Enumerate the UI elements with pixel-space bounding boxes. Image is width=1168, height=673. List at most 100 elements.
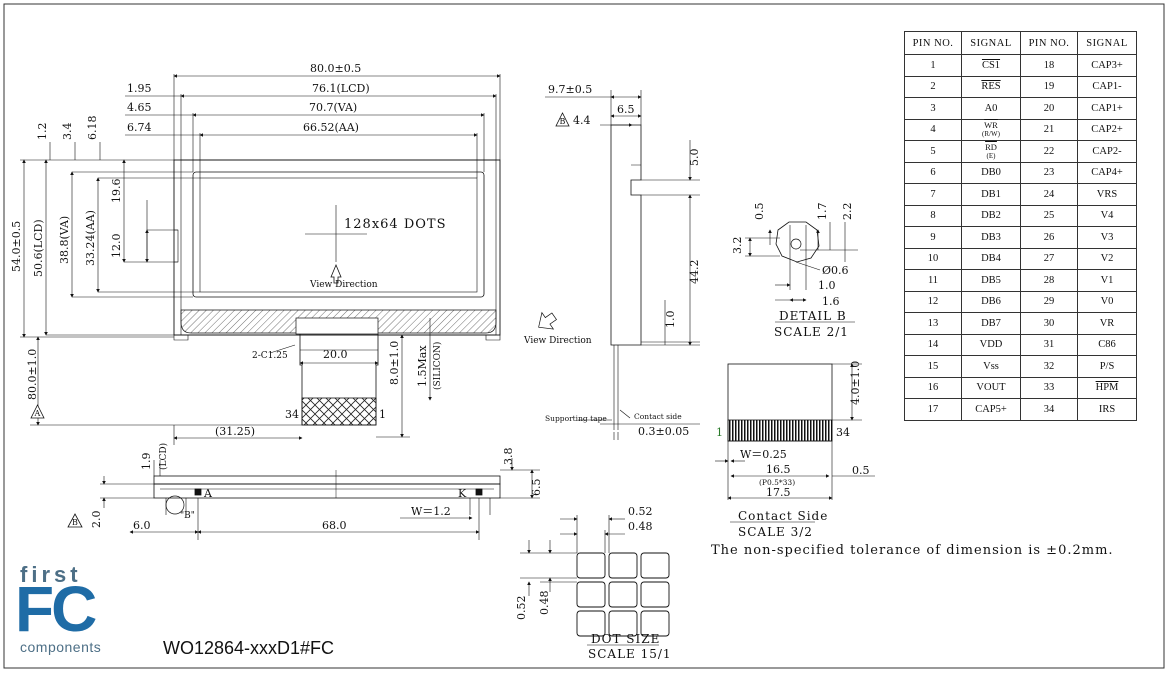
pin-number-cell: 2 <box>904 75 962 98</box>
pin-number-cell: 25 <box>1020 204 1078 227</box>
signal-cell: DB0 <box>961 161 1021 184</box>
dim-68-0: 68.0 <box>322 519 347 532</box>
contact-text: 4.0±1.0 1 34 W＝0.25 16.5 (P0.5*33) 0.5 1… <box>716 361 870 539</box>
dim-w-1-2: W＝1.2 <box>411 505 451 518</box>
dim-fpc-offset: (31.25) <box>215 425 255 438</box>
signal-sub-label: (E) <box>986 151 996 160</box>
signal-cell: VR <box>1077 312 1137 335</box>
detail-b-scale: SCALE 2/1 <box>774 325 849 339</box>
dim-contact-0-5: 0.5 <box>852 464 870 477</box>
pin-number-cell: 30 <box>1020 312 1078 335</box>
pin-number-cell: 17 <box>904 398 962 421</box>
signal-cell: P/S <box>1077 355 1137 378</box>
front-dim-text: 80.0±0.5 76.1(LCD) 70.7(VA) 66.52(AA) 1.… <box>10 62 445 438</box>
signal-cell: V1 <box>1077 269 1137 292</box>
dim-6-18: 6.18 <box>86 116 99 141</box>
dim-3-8: 3.8 <box>502 448 515 466</box>
signal-cell: IRS <box>1077 398 1137 421</box>
datum-b-label: B <box>72 518 78 527</box>
dim-dot-pitch-h: 0.52 <box>628 505 653 518</box>
cathode-label: K <box>458 487 467 500</box>
bottom-dim-lines <box>100 458 540 540</box>
pin-number-cell: 16 <box>904 376 962 399</box>
module-outline <box>173 159 501 336</box>
pin-number-cell: 8 <box>904 204 962 227</box>
dim-lcd-height: 50.6(LCD) <box>32 219 45 277</box>
detail-b-title: DETAIL B <box>779 309 847 323</box>
signal-cell: CS1 <box>961 54 1021 77</box>
signal-sub-label: (R/W) <box>982 130 1000 139</box>
signal-cell: CAP1+ <box>1077 97 1137 120</box>
signal-cell: DB2 <box>961 204 1021 227</box>
contact-pin-34: 34 <box>836 426 850 439</box>
pin-number-cell: 20 <box>1020 97 1078 120</box>
logo-fc-mark: FC <box>15 573 97 645</box>
dim-detail-1-6: 1.6 <box>822 295 840 308</box>
dim-1-95: 1.95 <box>127 82 152 95</box>
tolerance-note: The non-specified tolerance of dimension… <box>711 543 1114 558</box>
active-area <box>199 177 478 293</box>
dot-size-dim-lines <box>520 515 659 646</box>
dim-16-5: 16.5 <box>766 463 791 476</box>
signal-cell: CAP2+ <box>1077 118 1137 141</box>
dim-1-2: 1.2 <box>36 123 49 141</box>
dim-total-length: 80.0±1.0 <box>26 349 39 400</box>
signal-cell: DB5 <box>961 269 1021 292</box>
signal-cell: A0 <box>961 97 1021 120</box>
dim-fpc-length: 8.0±1.0 <box>388 341 401 385</box>
signal-cell: DB1 <box>961 183 1021 206</box>
dim-dot-pitch-v: 0.52 <box>515 596 528 621</box>
signal-cell: CAP5+ <box>961 398 1021 421</box>
pin-number-cell: 3 <box>904 97 962 120</box>
signal-cell: DB7 <box>961 312 1021 335</box>
side-view <box>538 124 642 430</box>
pin-number-cell: 21 <box>1020 118 1078 141</box>
dim-fpc-width: 20.0 <box>323 348 348 361</box>
signal-cell: V4 <box>1077 204 1137 227</box>
bottom-view <box>153 470 501 515</box>
dim-va-width: 70.7(VA) <box>309 101 357 114</box>
detail-b-text: 0.5 1.7 2.2 3.2 Ø0.6 1.0 1.6 DETAIL B SC… <box>731 203 854 340</box>
pin-number-cell: 1 <box>904 54 962 77</box>
dim-lcd-width: 76.1(LCD) <box>312 82 370 95</box>
view-direction-label: View Direction <box>309 280 378 290</box>
dim-overall-height: 54.0±0.5 <box>10 221 23 272</box>
contact-pin-1: 1 <box>716 426 723 439</box>
datum-b-marker <box>67 513 83 528</box>
pin-number-cell: 26 <box>1020 226 1078 249</box>
datum-b-side-label: B <box>560 117 566 126</box>
contact-side-scale: SCALE 3/2 <box>738 525 813 539</box>
dim-44-2: 44.2 <box>688 260 701 285</box>
side-dim-lines <box>545 90 700 440</box>
dim-6-5: 6.5 <box>530 479 543 497</box>
signal-cell: VOUT <box>961 376 1021 399</box>
signal-main-label: RD <box>985 141 997 152</box>
chamfer-label: 2-C1.25 <box>252 351 288 361</box>
dim-dot-height: 0.48 <box>538 591 551 616</box>
pin-number-cell: 19 <box>1020 75 1078 98</box>
pin-table-header: PIN NO. SIGNAL PIN NO. SIGNAL <box>904 31 1137 55</box>
sheet-border <box>3 3 1165 669</box>
dot-size-scale: SCALE 15/1 <box>588 647 672 661</box>
logo-components-text: components <box>20 639 102 655</box>
fpc-pin-34: 34 <box>285 408 299 421</box>
dim-detail-2-2: 2.2 <box>841 203 854 221</box>
signal-cell: CAP2- <box>1077 140 1137 163</box>
signal-cell: V3 <box>1077 226 1137 249</box>
signal-cell: CAP3+ <box>1077 54 1137 77</box>
contact-side-label: Contact side <box>634 412 682 421</box>
signal-cell: WR(R/W) <box>961 118 1021 141</box>
pin-number-cell: 15 <box>904 355 962 378</box>
pin-number-cell: 24 <box>1020 183 1078 206</box>
dim-4-4: 4.4 <box>573 114 591 127</box>
pin-number-cell: 31 <box>1020 333 1078 356</box>
pin-number-cell: 18 <box>1020 54 1078 77</box>
signal-cell: Vss <box>961 355 1021 378</box>
